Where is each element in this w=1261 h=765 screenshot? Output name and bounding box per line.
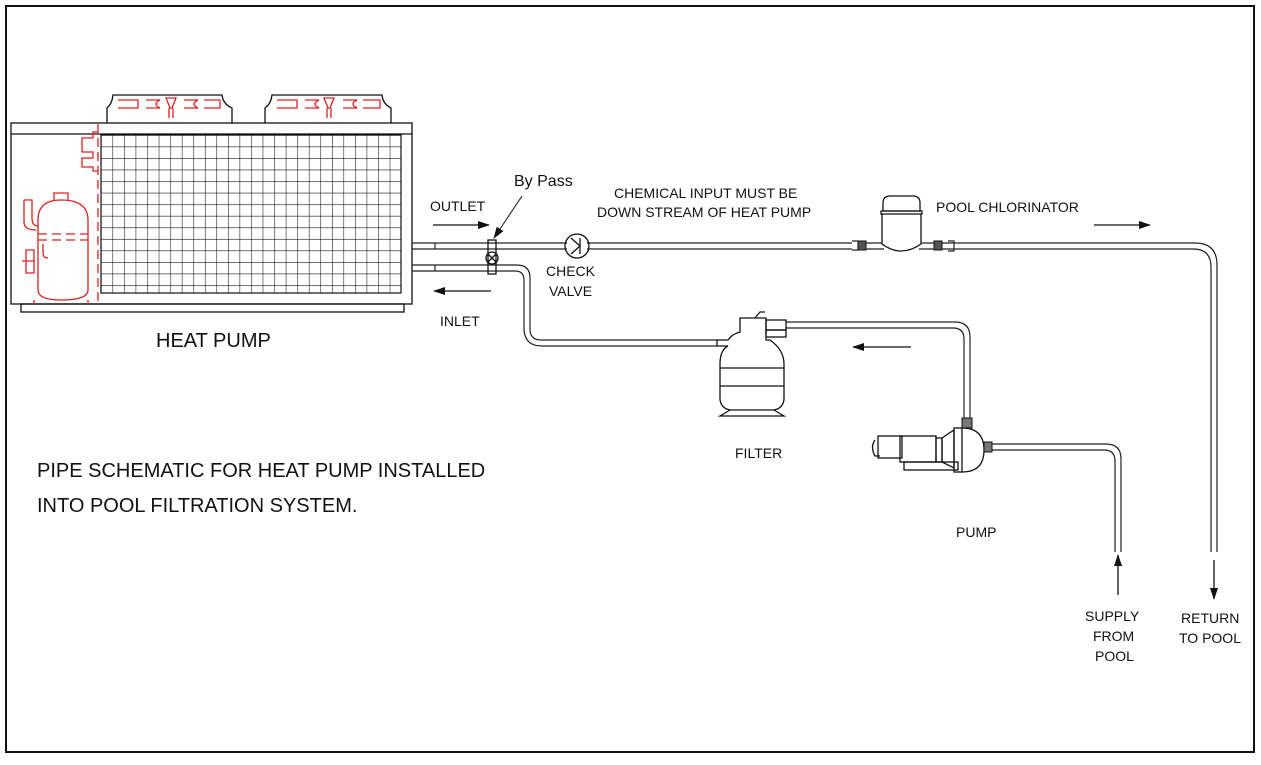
supply-label-line1: SUPPLY <box>1085 608 1140 624</box>
chlorinator-icon <box>866 195 934 252</box>
bypass-label: By Pass <box>514 173 573 190</box>
chlorinator-label: POOL CHLORINATOR <box>936 199 1079 215</box>
heat-pump-unit <box>10 94 413 313</box>
piping <box>412 240 1218 552</box>
pool-pump-icon <box>871 417 993 473</box>
outlet-label: OUTLET <box>430 198 486 214</box>
schematic-title-line1: PIPE SCHEMATIC FOR HEAT PUMP INSTALLED <box>37 460 485 482</box>
condenser-coil-grid <box>100 134 402 294</box>
fan-housing-left <box>106 94 233 123</box>
flow-arrows <box>433 195 1218 600</box>
fan-housing-right <box>264 94 392 123</box>
heat-pump-label: HEAT PUMP <box>156 330 271 352</box>
check-valve-label-line1: CHECK <box>546 263 596 279</box>
drawing-frame <box>5 5 1255 753</box>
schematic-title-line2: INTO POOL FILTRATION SYSTEM. <box>37 495 357 517</box>
filter-icon <box>716 311 787 417</box>
check-valve-icon <box>564 233 590 259</box>
inlet-label: INLET <box>440 313 480 329</box>
filter-label: FILTER <box>735 445 782 461</box>
return-label-line2: TO POOL <box>1179 630 1241 646</box>
pump-label: PUMP <box>956 524 996 540</box>
chemical-note-line1: CHEMICAL INPUT MUST BE <box>614 185 797 201</box>
bypass-valve-icon <box>485 239 499 275</box>
compressor-icon <box>22 192 89 304</box>
return-label-line1: RETURN <box>1181 610 1239 626</box>
chemical-note-line2: DOWN STREAM OF HEAT PUMP <box>597 204 811 220</box>
supply-label-line3: POOL <box>1095 648 1134 664</box>
check-valve-label-line2: VALVE <box>549 283 592 299</box>
supply-label-line2: FROM <box>1093 628 1134 644</box>
bypass-pointer-arrow <box>493 195 523 239</box>
